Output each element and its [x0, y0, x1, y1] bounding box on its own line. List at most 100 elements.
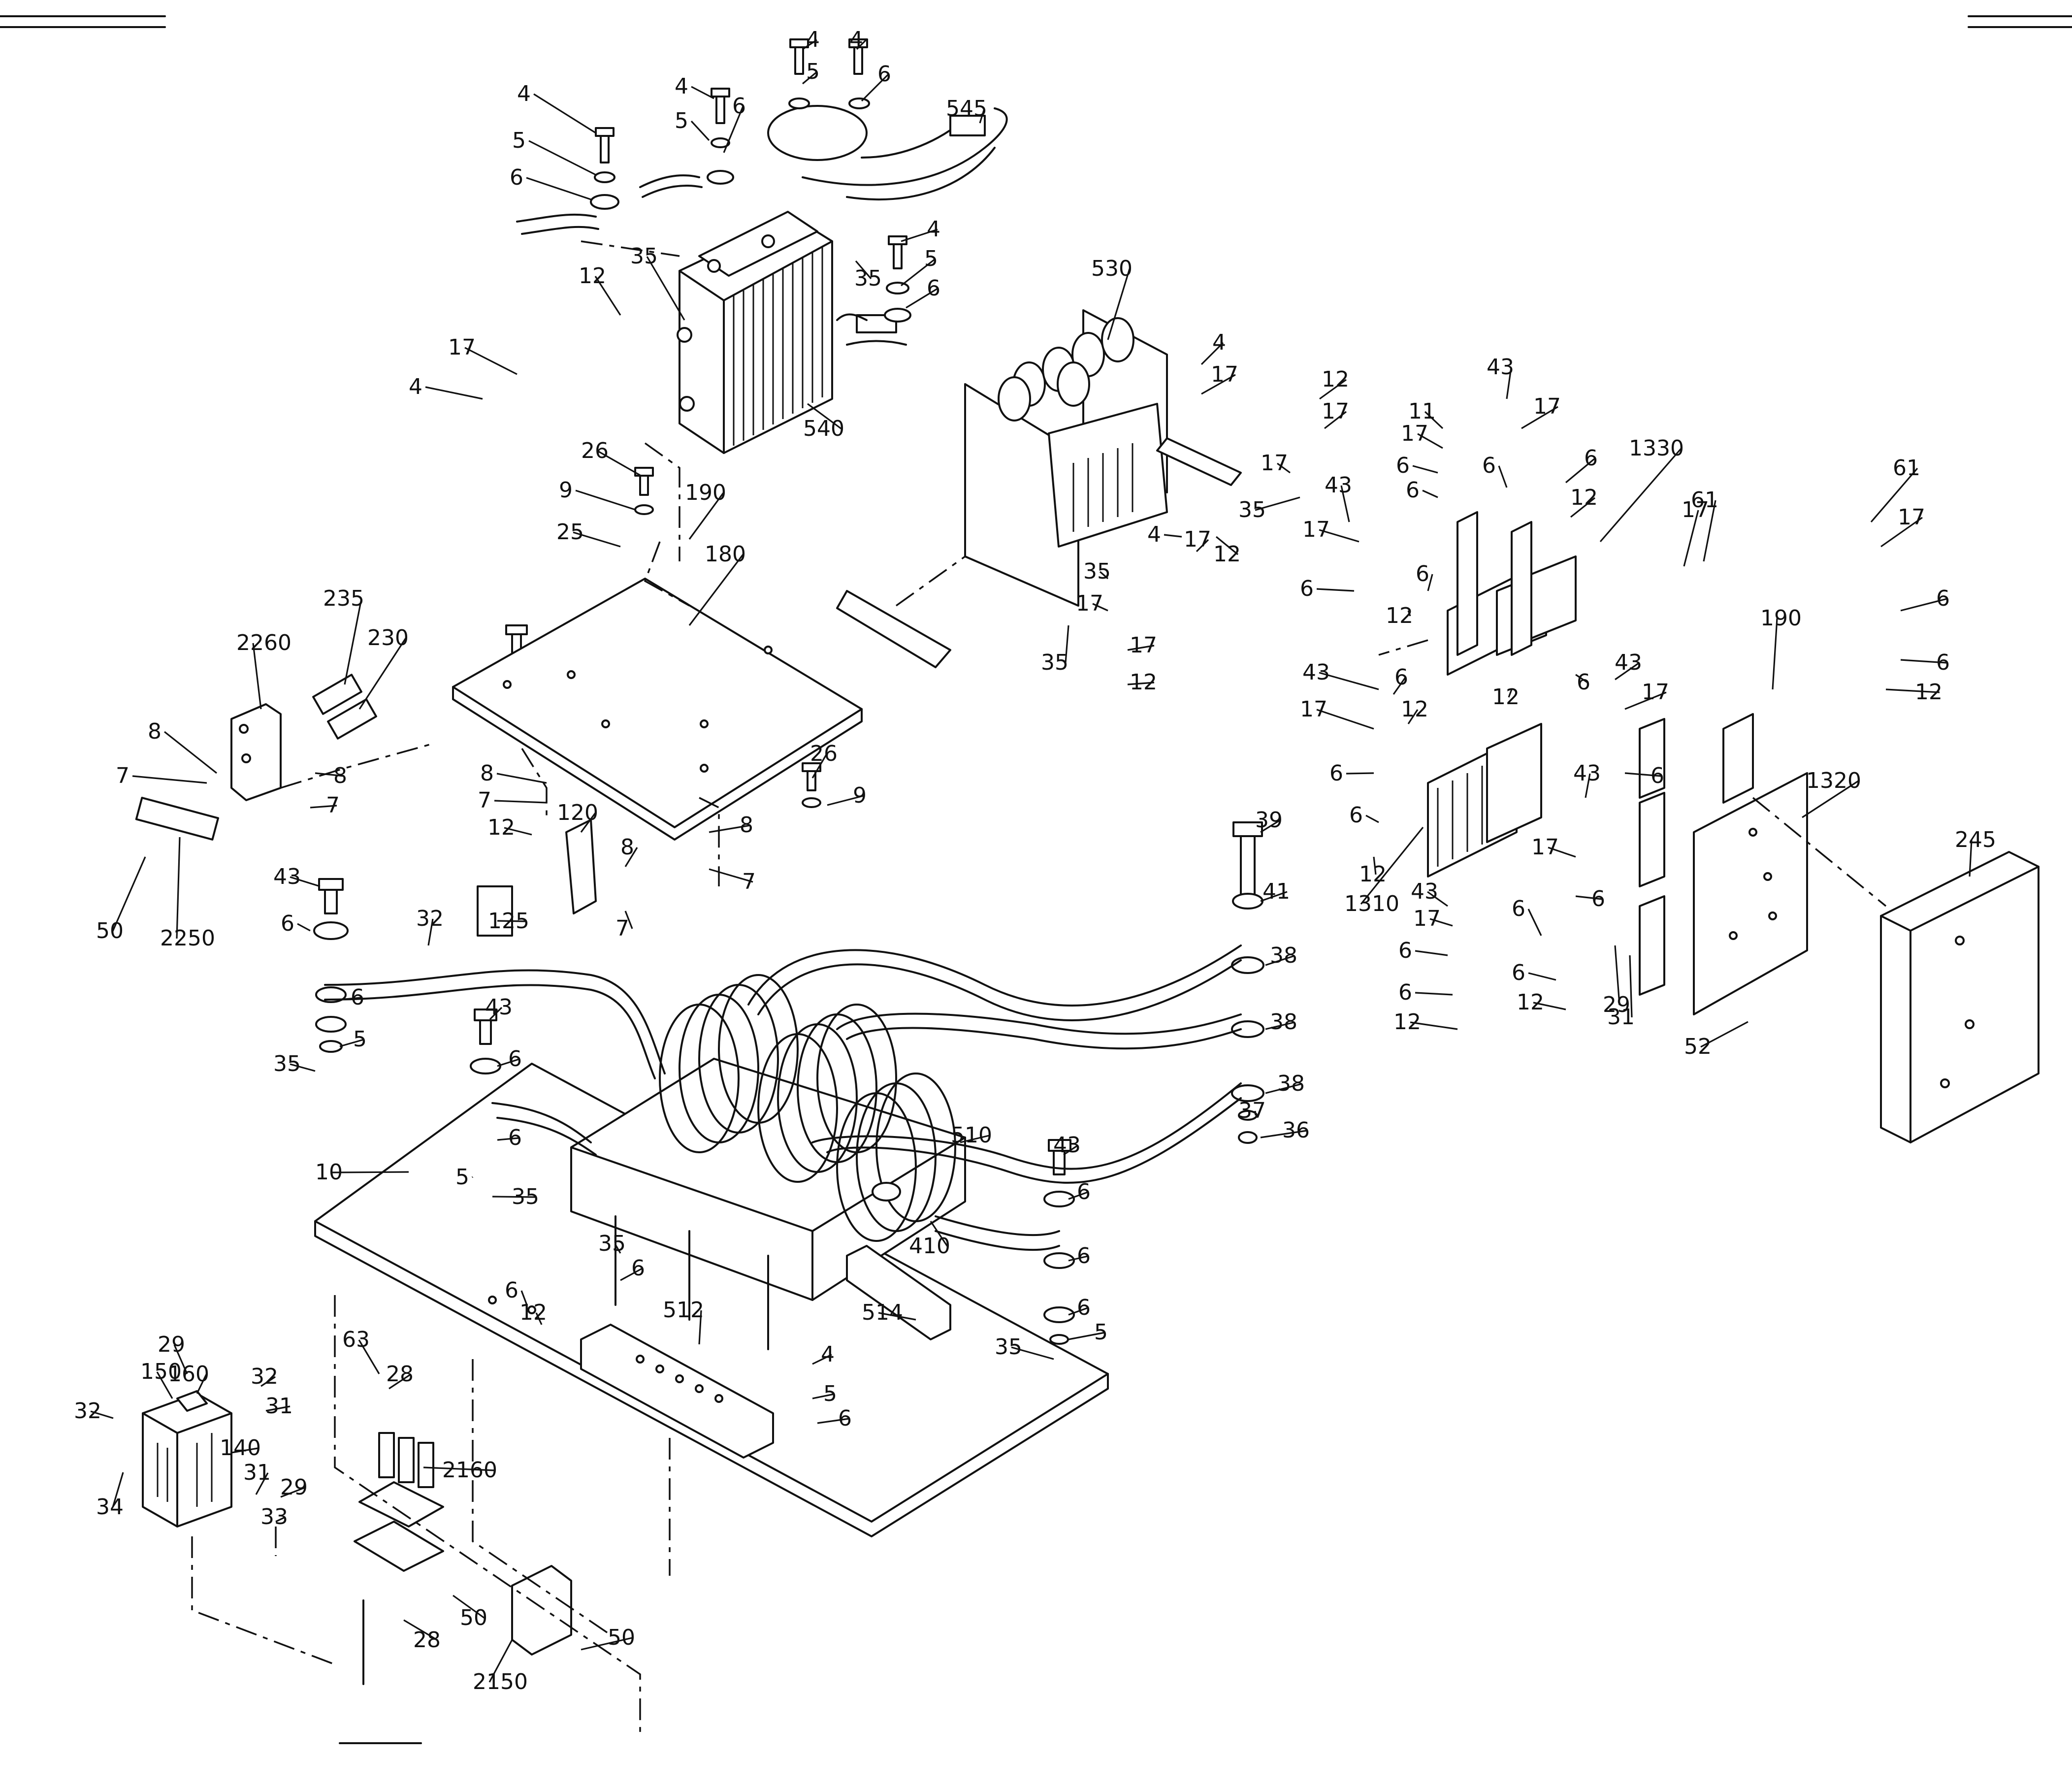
part-number-label: 125 [488, 909, 529, 934]
module-1310 [1427, 723, 1542, 878]
leader-line [1265, 1083, 1302, 1094]
leader-line [1260, 891, 1288, 902]
leader-line [856, 39, 867, 50]
leader-line [297, 923, 311, 932]
leader-line [1412, 465, 1438, 474]
unit-140 [142, 1390, 232, 1528]
part-number-label: 6 [281, 911, 294, 936]
leader-line [1424, 411, 1444, 429]
leader-line [1802, 780, 1859, 818]
leader-line [255, 1472, 269, 1495]
leader-line [1506, 367, 1512, 399]
part-number-label: 6 [1584, 446, 1598, 471]
leader-line [901, 258, 936, 287]
part-number-label: 6 [1077, 1243, 1091, 1268]
part-number-label: 12 [1386, 603, 1413, 628]
leader-line [1373, 856, 1377, 875]
leader-line [176, 837, 181, 939]
leader-line [156, 1371, 173, 1399]
part-number-label: 8 [333, 763, 347, 788]
leader-line [960, 1135, 990, 1143]
part-number-label: 63 [342, 1327, 370, 1352]
leader-line [817, 1418, 849, 1424]
part-number-label: 31 [265, 1394, 293, 1419]
part-number-label: 150 [140, 1359, 182, 1384]
part-number-label: 190 [685, 480, 726, 505]
leader-line [1415, 950, 1448, 956]
part-number-label: 4 [849, 27, 863, 52]
bracket-512 [580, 1324, 774, 1459]
leader-line [1254, 1110, 1257, 1116]
part-number-label: 5 [823, 1381, 837, 1406]
leader-line [690, 120, 710, 141]
part-number-label: 17 [448, 335, 476, 360]
part-number-label: 12 [1359, 862, 1387, 887]
leader-line [173, 1344, 188, 1374]
leader-line [528, 140, 596, 176]
top-cables [516, 105, 1008, 346]
part-number-label: 29 [158, 1332, 185, 1357]
part-number-label: 6 [927, 276, 940, 301]
part-number-label: 33 [260, 1504, 288, 1529]
assembly-lines [191, 240, 1887, 1738]
leader-line [496, 773, 547, 784]
module-1330 [1447, 511, 1577, 676]
leader-line [1319, 672, 1379, 690]
bracket-514 [846, 1245, 951, 1340]
part-number-label: 6 [1512, 960, 1525, 985]
part-number-label: 12 [519, 1300, 547, 1325]
part-number-label: 545 [946, 96, 987, 121]
part-number-label: 32 [251, 1364, 278, 1389]
leader-line [1065, 625, 1069, 663]
part-number-label: 38 [1270, 1009, 1297, 1035]
leader-line [688, 492, 724, 540]
part-number-label: 510 [951, 1123, 992, 1148]
leader-line [1200, 342, 1224, 365]
part-number-label: 17 [1302, 517, 1330, 542]
leader-line [1548, 846, 1576, 858]
leader-line [280, 1487, 305, 1498]
part-number-label: 35 [854, 266, 882, 291]
part-number-label: 5 [675, 108, 688, 133]
leader-line [427, 918, 434, 946]
leader-line [1092, 603, 1108, 612]
part-number-label: 36 [1282, 1118, 1310, 1143]
leader-line [1969, 840, 1973, 877]
part-number-label: 43 [1487, 355, 1514, 380]
leader-line [646, 256, 685, 321]
leader-line [488, 1639, 513, 1683]
part-number-label: 5 [806, 59, 820, 84]
leader-line [1410, 1021, 1458, 1030]
part-number-label: 43 [1615, 650, 1642, 675]
main-cables [324, 944, 1242, 1251]
leader-line [344, 598, 362, 685]
leader-line [252, 643, 262, 710]
part-number-label: 2160 [442, 1458, 497, 1483]
leader-line [1527, 909, 1542, 936]
leader-line [906, 288, 938, 309]
part-number-label: 7 [615, 916, 629, 941]
part-number-label: 7 [116, 763, 130, 788]
leader-line [709, 824, 751, 833]
part-number-label: 29 [280, 1475, 308, 1500]
part-number-label: 6 [1398, 938, 1412, 963]
leader-line [624, 910, 633, 929]
part-number-label: 39 [1255, 808, 1283, 833]
part-number-label: 17 [1531, 835, 1559, 860]
part-number-label: 8 [480, 761, 494, 786]
leader-line [1415, 992, 1453, 996]
part-number-label: 37 [1238, 1098, 1266, 1123]
leader-line [1319, 529, 1360, 543]
part-number-label: 7 [326, 793, 340, 818]
part-number-label: 6 [508, 1046, 522, 1072]
heatsink-540 [677, 211, 833, 454]
part-number-label: 17 [1322, 399, 1349, 424]
part-number-label: 6 [1077, 1295, 1091, 1320]
transformer-510 [570, 974, 966, 1350]
cover-245 [1880, 851, 2040, 1143]
part-number-label: 7 [478, 788, 491, 813]
part-number-label: 2150 [473, 1669, 528, 1694]
part-number-label: 6 [877, 62, 891, 87]
part-number-label: 38 [1270, 943, 1297, 968]
